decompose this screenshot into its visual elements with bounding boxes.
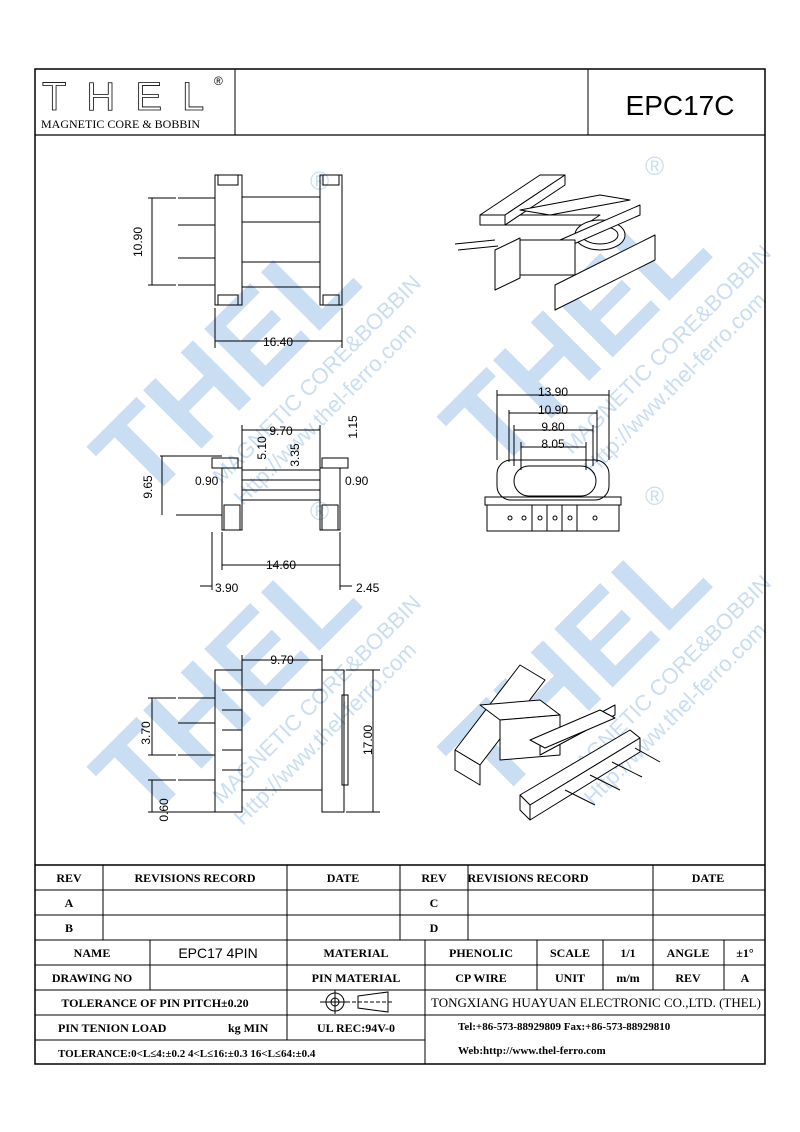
rev-header-left: REV bbox=[56, 871, 82, 885]
watermark-bottom: THEL MAGNETIC CORE&BOBBIN Http://www.the… bbox=[68, 496, 426, 844]
rev-label: REV bbox=[675, 971, 701, 985]
dim-mid-965: 9.65 bbox=[141, 475, 155, 499]
dim-bot-060: 0.60 bbox=[157, 798, 171, 822]
rev-a: A bbox=[65, 896, 74, 910]
part-number: EPC17C bbox=[626, 90, 735, 121]
rev-b: B bbox=[65, 921, 73, 935]
general-tolerance: TOLERANCE:0<L≤4:±0.2 4<L≤16:±0.3 16<L≤64… bbox=[58, 1048, 316, 1060]
scale-label: SCALE bbox=[550, 946, 590, 960]
dim-mid-335: 3.35 bbox=[288, 443, 302, 467]
logo-reg: ® bbox=[214, 74, 223, 88]
dim-bot-970: 9.70 bbox=[270, 653, 294, 667]
logo-subtitle: MAGNETIC CORE & BOBBIN bbox=[41, 117, 200, 131]
revisions-header-left: REVISIONS RECORD bbox=[134, 871, 255, 885]
company-name: TONGXIANG HUAYUAN ELECTRONIC CO.,LTD. (T… bbox=[431, 995, 761, 1010]
date-header-left: DATE bbox=[327, 871, 359, 885]
dim-mid-090-right: 0.90 bbox=[345, 474, 369, 488]
dim-mid-51: 5.10 bbox=[255, 436, 269, 460]
watermark-right-bottom: THEL MAGNETIC CORE&BOBBIN Http://www.the… bbox=[418, 481, 776, 824]
dim-top-width: 16.40 bbox=[263, 335, 293, 349]
dim-mid-390: 3.90 bbox=[215, 581, 239, 595]
pin-material-label: PIN MATERIAL bbox=[312, 971, 401, 985]
dim-end-980: 9.80 bbox=[541, 420, 565, 434]
pin-material-value: CP WIRE bbox=[455, 971, 506, 985]
scale-value: 1/1 bbox=[620, 946, 635, 960]
unit-label: UNIT bbox=[555, 971, 585, 985]
watermark-reg: ® bbox=[645, 481, 664, 511]
dim-mid-245: 2.45 bbox=[356, 581, 380, 595]
name-value: EPC17 4PIN bbox=[178, 945, 257, 961]
iso-view-top bbox=[454, 174, 656, 311]
pin-tension-label: PIN TENION LOAD bbox=[58, 1021, 167, 1035]
revisions-header-right: REVISIONS RECORD bbox=[467, 871, 588, 885]
material-value: PHENOLIC bbox=[449, 946, 513, 960]
ul-rec: UL REC:94V-0 bbox=[317, 1021, 395, 1035]
unit-value: m/m bbox=[616, 971, 639, 985]
pin-tension-unit: kg MIN bbox=[228, 1021, 269, 1035]
dim-mid-115: 1.15 bbox=[346, 415, 360, 439]
pitch-tolerance: TOLERANCE OF PIN PITCH±0.20 bbox=[61, 996, 248, 1010]
dim-end-1390: 13.90 bbox=[538, 385, 568, 399]
angle-value: ±1° bbox=[736, 946, 754, 960]
logo-text: THEL bbox=[42, 75, 224, 119]
rev-value: A bbox=[741, 971, 750, 985]
view-bottom-side bbox=[148, 655, 380, 813]
view-mid-front bbox=[160, 425, 352, 590]
dim-end-1090: 10.90 bbox=[538, 403, 568, 417]
date-header-right: DATE bbox=[692, 871, 724, 885]
dim-mid-090-left: 0.90 bbox=[195, 474, 219, 488]
dim-bot-370: 3.70 bbox=[139, 721, 153, 745]
angle-label: ANGLE bbox=[667, 946, 710, 960]
dim-end-805: 8.05 bbox=[541, 437, 565, 451]
view-end bbox=[484, 390, 622, 532]
view-top-side bbox=[148, 174, 343, 348]
watermark-right-top: THEL MAGNETIC CORE&BOBBIN Http://www.the… bbox=[418, 151, 776, 494]
tel-fax: Tel:+86-573-88929809 Fax:+86-573-8892981… bbox=[458, 1021, 671, 1033]
web-url: Web:http://www.thel-ferro.com bbox=[458, 1045, 606, 1057]
title-block-grid bbox=[35, 864, 765, 1064]
outer-border bbox=[34, 68, 766, 1065]
name-label: NAME bbox=[74, 946, 111, 960]
dim-mid-flange: 9.70 bbox=[269, 424, 293, 438]
drawing-no-label: DRAWING NO bbox=[52, 971, 132, 985]
material-label: MATERIAL bbox=[323, 946, 388, 960]
rev-c: C bbox=[430, 896, 439, 910]
thel-logo: THEL ® MAGNETIC CORE & BOBBIN bbox=[34, 68, 236, 136]
rev-d: D bbox=[430, 921, 439, 935]
dim-bot-1700: 17.00 bbox=[361, 725, 375, 755]
iso-view-bottom bbox=[454, 664, 661, 821]
projection-symbol-icon bbox=[320, 990, 394, 1014]
dim-mid-1460: 14.60 bbox=[266, 558, 296, 572]
rev-header-right: REV bbox=[421, 871, 447, 885]
dim-top-height: 10.90 bbox=[131, 227, 145, 257]
watermark-reg: ® bbox=[645, 151, 664, 181]
